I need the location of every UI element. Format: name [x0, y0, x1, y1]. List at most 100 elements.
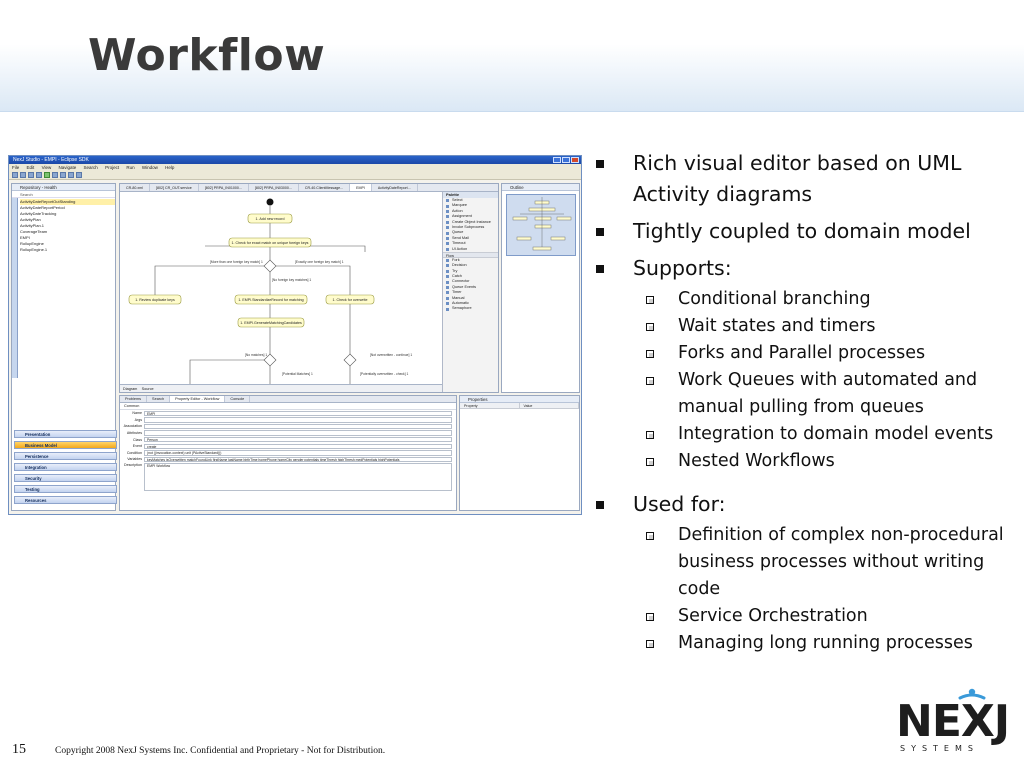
list-item[interactable]: ActivityDateReportOutStanding	[20, 199, 115, 205]
menu-run[interactable]: Run	[126, 165, 135, 170]
property-value[interactable]	[144, 430, 452, 436]
palette-item[interactable]: Try	[443, 269, 498, 274]
close-icon[interactable]	[571, 157, 579, 163]
tab-cr80[interactable]: CR-80.xml	[120, 184, 150, 191]
palette-item[interactable]: Action	[443, 209, 498, 214]
bullet-item: Rich visual editor based on UML Activity…	[594, 148, 1014, 210]
list-item[interactable]: RollupEngine	[20, 241, 44, 246]
menu-help[interactable]: Help	[165, 165, 175, 170]
property-row: Association	[120, 423, 456, 430]
zoom-icon[interactable]	[76, 172, 82, 178]
property-value[interactable]: create	[144, 443, 452, 449]
property-value[interactable]: (not ((invocation-context) unit (PActive…	[144, 450, 452, 456]
category-presentation[interactable]: Presentation	[14, 430, 117, 438]
menu-project[interactable]: Project	[105, 165, 120, 170]
column-property[interactable]: Property	[460, 403, 520, 408]
palette-group-flow[interactable]: Flow	[443, 251, 498, 258]
decision-node	[263, 353, 277, 367]
palette-item[interactable]: UI Action	[443, 247, 498, 252]
eclipse-screenshot: NexJ Studio - EMPI - Eclipse SDK File Ed…	[8, 155, 582, 515]
properties-title: Properties	[460, 396, 579, 403]
palette-item[interactable]: Send Mail	[443, 236, 498, 241]
palette-item[interactable]: Timeout	[443, 241, 498, 246]
palette-item[interactable]: Invoke Subprocess	[443, 225, 498, 230]
palette-item[interactable]: Marquee	[443, 203, 498, 208]
property-label: Event	[132, 444, 142, 449]
category-persistence[interactable]: Persistence	[14, 452, 117, 460]
property-value[interactable]: Person	[144, 436, 452, 443]
column-value[interactable]: Value	[520, 403, 579, 408]
tab-search[interactable]: Search	[147, 396, 171, 402]
category-integration[interactable]: Integration	[14, 463, 117, 471]
palette-item[interactable]: Select	[443, 198, 498, 203]
list-item[interactable]: ActivityPlan	[20, 217, 41, 222]
palette-item[interactable]: Manual	[443, 296, 498, 301]
category-resources[interactable]: Resources	[14, 496, 117, 504]
palette-item[interactable]: Automatic	[443, 301, 498, 306]
list-item[interactable]: ActivityDateTracking	[20, 211, 57, 216]
palette-item[interactable]: Catch	[443, 274, 498, 279]
palette-item[interactable]: Timer	[443, 290, 498, 295]
minimize-icon[interactable]	[553, 157, 561, 163]
palette-item[interactable]: Connector	[443, 279, 498, 284]
tab-prpa-2[interactable]: [802] PRPA_IN03000...	[249, 184, 299, 191]
property-label: Condition	[126, 450, 142, 455]
property-value[interactable]: keyMatches isOverwritten matchFoundLink …	[144, 456, 452, 463]
palette-item[interactable]: Decision	[443, 263, 498, 268]
palette-item[interactable]: Queue	[443, 230, 498, 235]
repository-search[interactable]: Search	[12, 191, 115, 198]
hollow-square-bullet-icon	[646, 431, 654, 439]
tab-activity-report[interactable]: ActivityDateReport...	[372, 184, 418, 191]
list-item[interactable]: ActivityPlan.1	[20, 223, 45, 228]
page-number: 15	[12, 742, 26, 757]
run-icon[interactable]	[44, 172, 50, 178]
palette-item[interactable]: Assignment	[443, 214, 498, 219]
palette-item[interactable]: Queue Events	[443, 285, 498, 290]
tab-problems[interactable]: Problems	[120, 396, 148, 402]
tab-cr-out[interactable]: [802] CR_OUT.service	[150, 184, 199, 191]
vertical-tabs[interactable]	[12, 198, 18, 378]
tab-diagram[interactable]: Diagram	[123, 387, 138, 391]
list-item[interactable]: EMPI	[20, 235, 30, 240]
property-value[interactable]	[144, 417, 452, 423]
menu-search[interactable]: Search	[83, 165, 98, 170]
property-value[interactable]: EMPI	[144, 410, 452, 416]
menu-file[interactable]: File	[12, 165, 20, 170]
activity-diagram[interactable]: 1. Add new record 1. Check for exact mat…	[120, 192, 442, 384]
forward-icon[interactable]	[68, 172, 74, 178]
palette-item[interactable]: Fork	[443, 258, 498, 263]
outline-pane: Outline	[501, 183, 580, 393]
menu-navigate[interactable]: Navigate	[58, 165, 77, 170]
tab-property-editor[interactable]: Property Editor - Workflow	[170, 396, 226, 402]
category-testing[interactable]: Testing	[14, 485, 117, 493]
logo-person-icon	[958, 688, 986, 700]
new-icon[interactable]	[12, 172, 18, 178]
menu-window[interactable]: Window	[141, 165, 158, 170]
palette-item[interactable]: Create Object Instance	[443, 220, 498, 225]
node-label: 1. EMPI.StandardizeRecord for matching	[238, 298, 303, 302]
list-item[interactable]: ActivityDateReportPeriod	[20, 205, 65, 210]
tab-empi[interactable]: EMPI	[350, 184, 372, 191]
property-value[interactable]: EMPI Workflow	[144, 462, 452, 491]
sub-bullet-text: Nested Workflows	[678, 451, 835, 471]
category-business-model[interactable]: Business Model	[14, 441, 117, 449]
save-icon[interactable]	[20, 172, 26, 178]
search-icon[interactable]	[52, 172, 58, 178]
list-item[interactable]: CoverageTeam	[20, 229, 48, 234]
menu-view[interactable]: View	[41, 165, 52, 170]
debug-icon[interactable]	[36, 172, 42, 178]
list-item[interactable]: RollupEngine.1	[20, 247, 48, 252]
maximize-icon[interactable]	[562, 157, 570, 163]
tab-source[interactable]: Source	[141, 387, 154, 391]
tab-cr40[interactable]: CR-40.ClientMessage...	[299, 184, 351, 191]
print-icon[interactable]	[28, 172, 34, 178]
property-value[interactable]	[144, 423, 452, 430]
back-icon[interactable]	[60, 172, 66, 178]
tab-prpa-1[interactable]: [802] PRPA_IN01000...	[199, 184, 249, 191]
props-subtitle[interactable]: Common	[120, 403, 456, 410]
palette-item[interactable]: Semaphore	[443, 306, 498, 311]
tab-console[interactable]: Console	[225, 396, 251, 402]
category-security[interactable]: Security	[14, 474, 117, 482]
menu-edit[interactable]: Edit	[26, 165, 35, 170]
outline-viewport[interactable]	[506, 194, 576, 256]
